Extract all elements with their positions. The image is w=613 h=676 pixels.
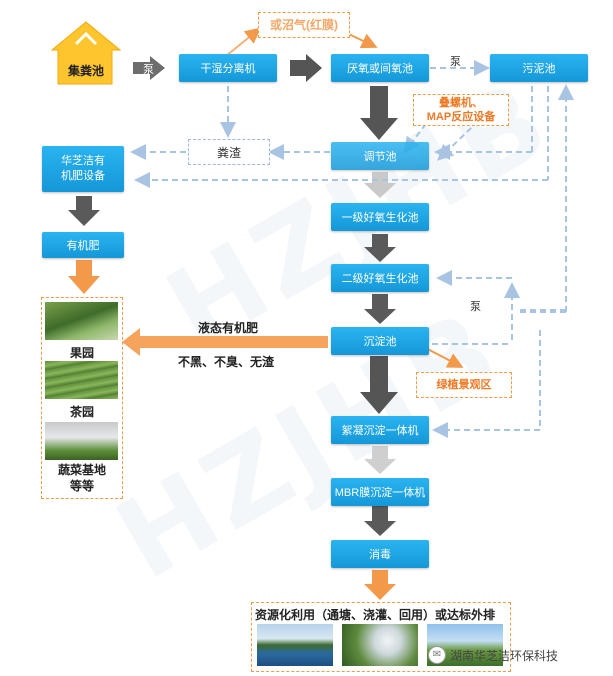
- node-collect-pool: 集粪池: [68, 64, 105, 78]
- arrow-separator-to-anaerobic: [290, 54, 322, 82]
- label-vegetable-base: 蔬菜基地 等等: [57, 463, 106, 493]
- reuse-frame: [251, 602, 511, 672]
- brand-label: ✉ 湖南华芝洁环保科技: [428, 646, 558, 664]
- arrow-sediment-to-coag: [360, 356, 398, 414]
- arrow-aerobic2-to-sediment: [364, 294, 396, 324]
- label-liquid-fertilizer: 液态有机肥: [198, 321, 259, 335]
- node-coagulation[interactable]: 絮凝沉淀一体机: [331, 416, 429, 444]
- label-orchard: 果园: [70, 346, 95, 360]
- label-no-black: 不黑、不臭、无渣: [178, 355, 275, 369]
- node-sedimentation[interactable]: 沉淀池: [331, 327, 429, 355]
- label-reuse-title: 资源化利用（通塘、浇灌、回用）或达标外排: [255, 608, 496, 622]
- arrow-fertilizer-to-crops: [68, 260, 100, 294]
- tea-photo: [45, 361, 118, 399]
- fertilizer-equipment-label: 华芝洁有 机肥设备: [61, 155, 105, 182]
- irrigation-photo: [342, 624, 418, 666]
- arrow-aerobic1-to-aerobic2: [364, 234, 396, 262]
- vegetable-photo: [45, 422, 118, 460]
- node-aerobic-1[interactable]: 一级好氧生化池: [331, 203, 429, 231]
- node-dung-residue: 粪渣: [188, 139, 270, 165]
- node-organic-fertilizer[interactable]: 有机肥: [42, 232, 124, 258]
- node-biogas: 或沼气(红膜): [258, 12, 350, 38]
- arrow-liquid-fertilizer: [122, 328, 328, 356]
- brand-text: 湖南华芝洁环保科技: [450, 648, 559, 663]
- arrow-collect-to-separator: [133, 56, 165, 80]
- node-fertilizer-equipment[interactable]: 华芝洁有 机肥设备: [42, 146, 124, 192]
- orchard-photo: [45, 302, 118, 340]
- wechat-icon: ✉: [428, 646, 446, 664]
- arrow-mbr-to-disinfect: [364, 506, 396, 536]
- label-pump-3: 泵: [470, 301, 481, 313]
- node-mbr[interactable]: MBR膜沉淀一体机: [331, 478, 429, 506]
- node-adjust-pool[interactable]: 调节池: [331, 142, 429, 170]
- arrow-anaerobic-to-adjust: [360, 86, 398, 140]
- arrow-adjust-to-aerobic1: [364, 172, 396, 198]
- node-stacked-screw: 叠螺机、 MAP反应设备: [413, 94, 509, 126]
- node-sludge-pool[interactable]: 污泥池: [490, 54, 588, 82]
- label-tea-garden: 茶园: [70, 405, 95, 419]
- label-pump-1: 泵: [143, 64, 154, 76]
- node-dry-wet-separator[interactable]: 干湿分离机: [179, 54, 277, 82]
- stacked-screw-label: 叠螺机、 MAP反应设备: [426, 97, 496, 123]
- pond-photo: [257, 624, 333, 666]
- node-aerobic-2[interactable]: 二级好氧生化池: [331, 264, 429, 292]
- crops-frame: [41, 297, 123, 499]
- node-green-landscape: 绿植景观区: [416, 372, 512, 398]
- node-anaerobic-pool[interactable]: 厌氧或间氧池: [331, 54, 429, 82]
- arrow-disinfect-to-reuse: [364, 570, 396, 600]
- arrow-equipment-to-fertilizer: [68, 196, 100, 226]
- node-disinfection[interactable]: 消毒: [331, 540, 429, 568]
- arrow-coag-to-mbr: [364, 446, 396, 474]
- label-pump-2: 泵: [450, 56, 461, 68]
